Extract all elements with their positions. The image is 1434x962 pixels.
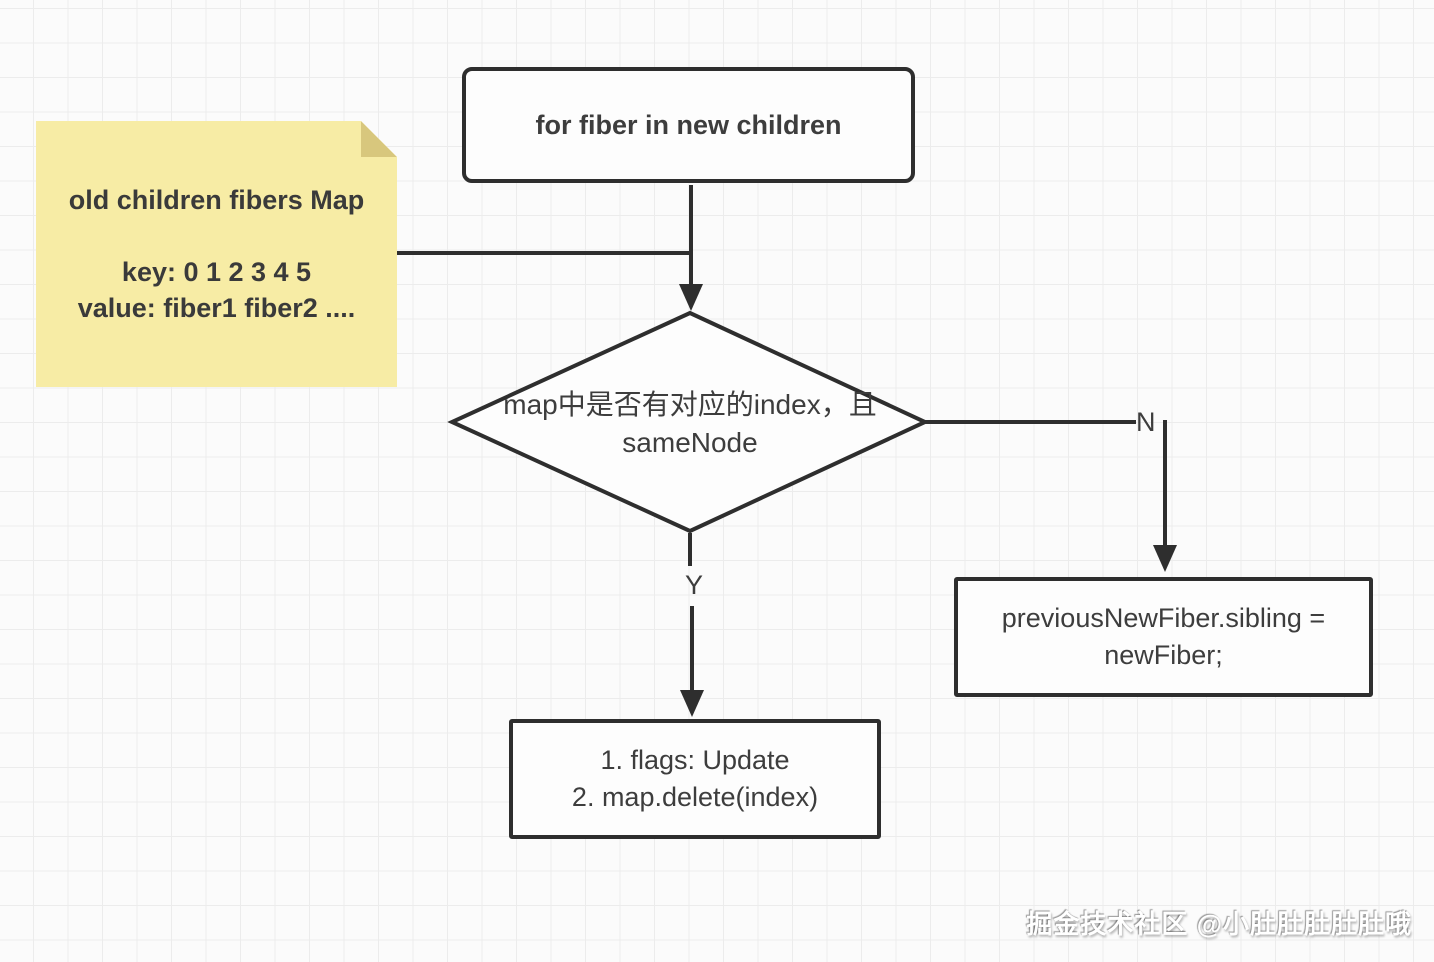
arrowhead-no (1153, 545, 1177, 572)
yes-result-line2: 2. map.delete(index) (571, 782, 819, 812)
decision-diamond-shape (447, 310, 930, 534)
yes-result-line1: 1. flags: Update (600, 745, 790, 775)
node-decision-label: map中是否有对应的index，且 sameNode (450, 386, 930, 462)
sticky-note: old children fibers Map key: 0 1 2 3 4 5… (36, 121, 397, 387)
arrowhead-start-to-decision (679, 284, 703, 311)
node-start-label: for fiber in new children (535, 109, 842, 140)
arrowhead-yes (680, 690, 704, 717)
no-result-line1: previousNewFiber.sibling = (1001, 603, 1326, 633)
no-result-line2: newFiber; (1104, 640, 1223, 670)
node-yes-result: 1. flags: Update 2. map.delete(index) (509, 719, 881, 839)
note-key-line: key: 0 1 2 3 4 5 (121, 257, 312, 287)
decision-line1: map中是否有对应的index，且 (503, 389, 877, 420)
note-value-line: value: fiber1 fiber2 .... (77, 293, 356, 323)
note-title: old children fibers Map (68, 185, 365, 215)
decision-line2: sameNode (622, 427, 758, 458)
node-start: for fiber in new children (462, 67, 915, 183)
edge-label-no: N (1136, 407, 1156, 437)
watermark-text: 掘金技术社区 @小肚肚肚肚肚哦 (1026, 909, 1412, 939)
node-no-result: previousNewFiber.sibling = newFiber; (954, 577, 1373, 697)
edge-label-yes: Y (684, 570, 703, 600)
